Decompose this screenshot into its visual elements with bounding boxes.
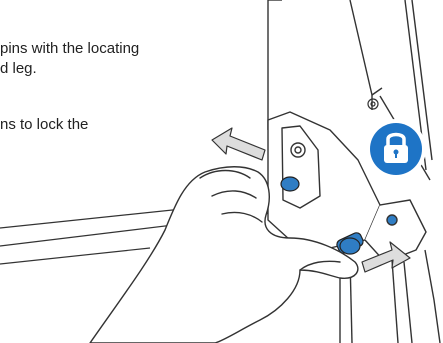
panel-screw <box>368 99 378 109</box>
arrow-left-icon <box>212 128 265 160</box>
locating-pin-left <box>281 177 299 191</box>
lock-icon <box>366 119 426 179</box>
